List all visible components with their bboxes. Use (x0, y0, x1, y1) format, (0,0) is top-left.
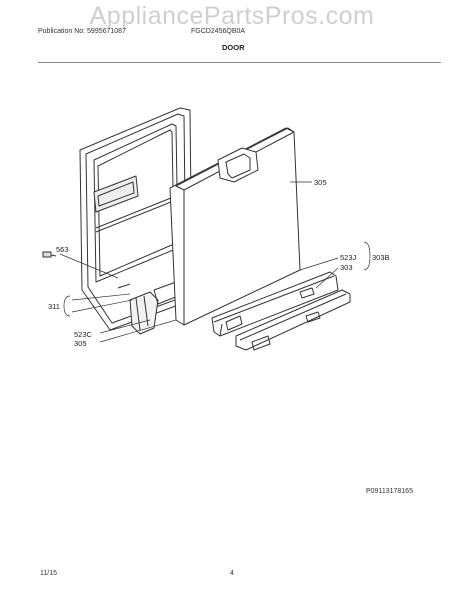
publication-number: Publication No: 5995671087 (38, 28, 126, 35)
leader-563 (59, 253, 119, 279)
diagram-id: P09113178165 (366, 488, 413, 495)
outer-door-panel (169, 127, 301, 326)
label-563: 563 (56, 245, 69, 254)
bracket-311 (63, 295, 71, 317)
section-title: DOOR (222, 43, 245, 52)
leader-311-a (71, 293, 131, 301)
leader-523c (99, 319, 151, 334)
leader-303 (315, 267, 339, 289)
label-303: 303 (340, 263, 353, 272)
leader-311-b (71, 299, 133, 313)
bracket-303b (363, 241, 371, 271)
label-523c: 523C (74, 330, 93, 339)
header-divider (38, 62, 441, 63)
label-305-bottom: 305 (74, 339, 87, 348)
model-number: FGCD2456QB0A (191, 28, 246, 35)
screw-563 (42, 251, 57, 258)
kick-plate (211, 271, 339, 337)
inner-door-liner (79, 107, 193, 335)
label-523j: 523J (340, 253, 357, 262)
label-303b: 303B (372, 253, 390, 262)
footer-page-number: 4 (230, 570, 234, 577)
watermark: AppliancePartsPros.com (89, 2, 375, 30)
footer-date: 11/15 (40, 570, 57, 577)
label-305-top: 305 (314, 178, 327, 187)
leader-305-bottom (99, 319, 177, 343)
label-311: 311 (48, 302, 60, 311)
leader-523j (299, 257, 339, 271)
toe-rail (235, 289, 351, 351)
